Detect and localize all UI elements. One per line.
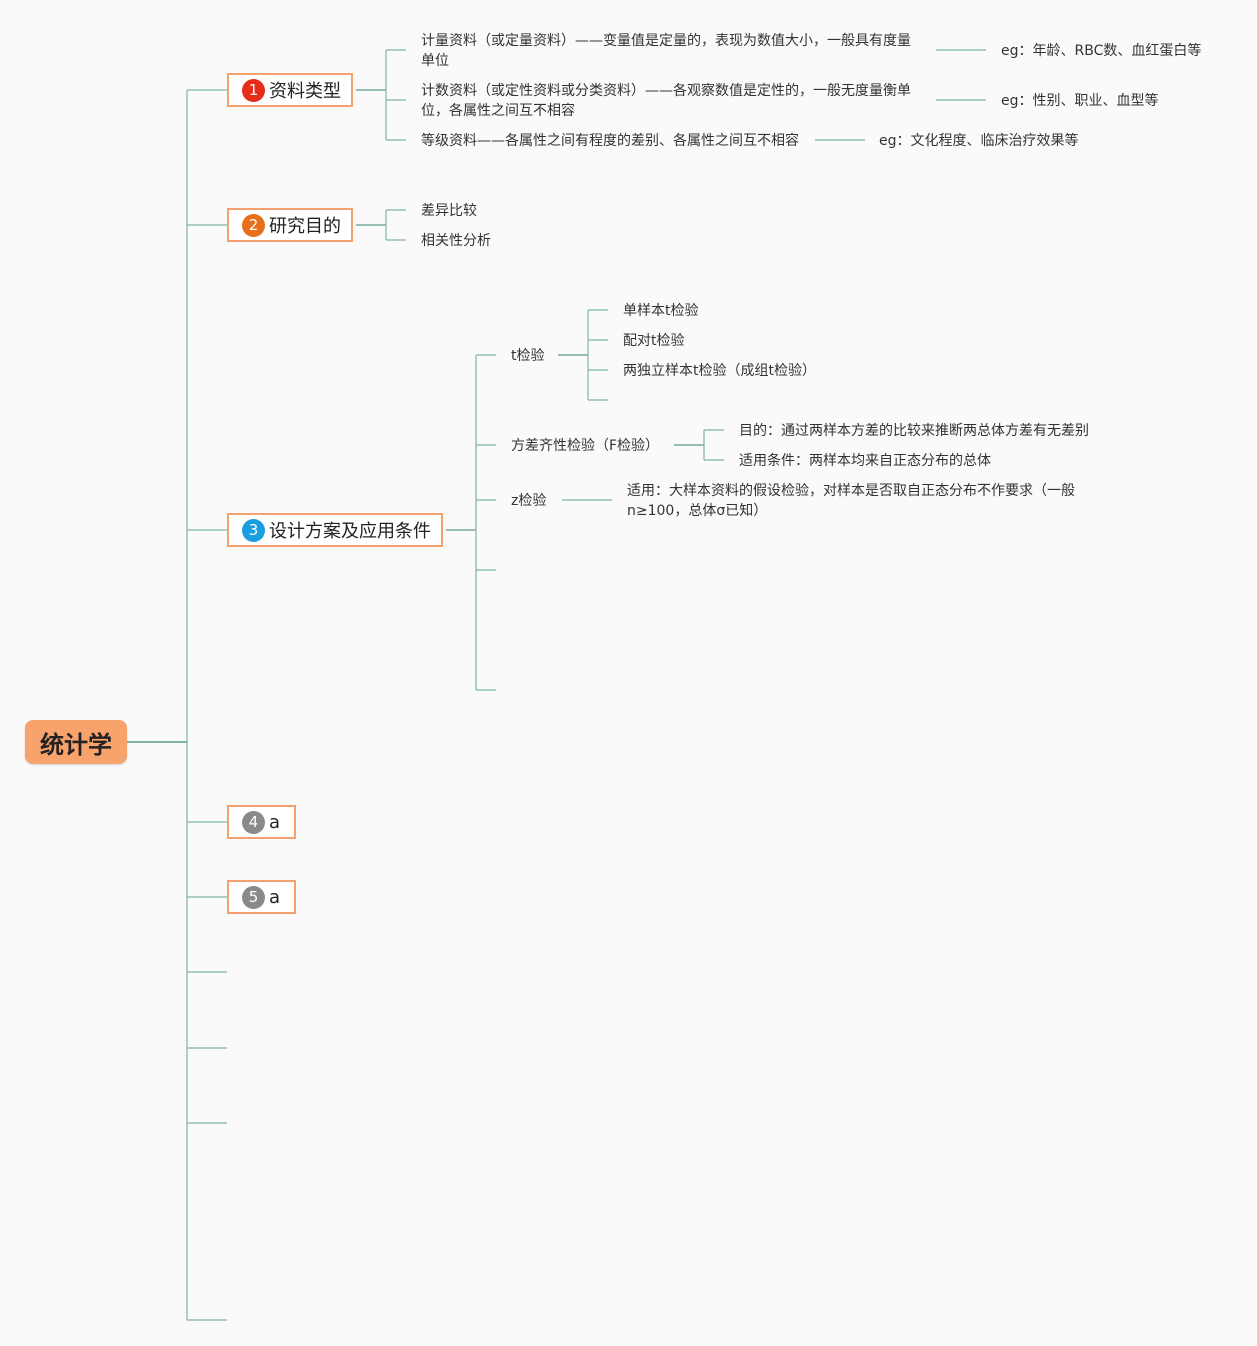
- branch-label: 设计方案及应用条件: [269, 521, 431, 542]
- topic-example[interactable]: eg：年龄、RBC数、血红蛋白等: [1001, 43, 1202, 59]
- topic-paired-t-test[interactable]: 配对t检验: [623, 333, 685, 349]
- topic-measurement-data[interactable]: 计量资料（或定量资料）——变量值是定量的，表现为数值大小，一般具有度量单位: [421, 33, 911, 69]
- topic-two-sample-t-test[interactable]: 两独立样本t检验（成组t检验）: [623, 363, 816, 379]
- topic-ordinal-data[interactable]: 等级资料——各属性之间有程度的差别、各属性之间互不相容: [421, 133, 799, 149]
- number-badge: 4: [242, 810, 265, 834]
- branch-label: a: [269, 811, 281, 833]
- topic-z-test-conditions[interactable]: 适用：大样本资料的假设检验，对样本是否取自正态分布不作要求（一般n≥100，总体…: [627, 483, 1075, 519]
- number-badge: 3: [242, 518, 265, 542]
- topic-example[interactable]: eg：性别、职业、血型等: [1001, 93, 1159, 109]
- topic-z-test[interactable]: z检验: [511, 493, 547, 509]
- topic-f-test[interactable]: 方差齐性检验（F检验）: [511, 438, 660, 454]
- number-badge: 1: [242, 78, 265, 102]
- branch-label: a: [269, 886, 281, 908]
- number-badge: 2: [242, 213, 265, 237]
- branch-node-data-types[interactable]: 1 资料类型: [227, 73, 353, 107]
- root-label: 统计学: [40, 730, 112, 759]
- branch-node-4[interactable]: 4 a: [227, 805, 297, 839]
- topic-difference-comparison[interactable]: 差异比较: [421, 203, 477, 219]
- branch-node-design-conditions[interactable]: 3 设计方案及应用条件: [227, 513, 443, 547]
- topic-f-test-purpose[interactable]: 目的：通过两样本方差的比较来推断两总体方差有无差别: [739, 423, 1089, 439]
- topic-correlation-analysis[interactable]: 相关性分析: [421, 233, 491, 249]
- branch-label: 研究目的: [269, 216, 341, 237]
- topic-t-test[interactable]: t检验: [511, 348, 545, 364]
- topic-one-sample-t-test[interactable]: 单样本t检验: [623, 303, 699, 319]
- branch-node-5[interactable]: 5 a: [227, 880, 297, 914]
- topic-f-test-conditions[interactable]: 适用条件：两样本均来自正态分布的总体: [739, 453, 991, 469]
- root-node[interactable]: 统计学: [25, 720, 127, 764]
- number-badge: 5: [242, 885, 265, 909]
- topic-count-data[interactable]: 计数资料（或定性资料或分类资料）——各观察数值是定性的，一般无度量衡单位，各属性…: [421, 83, 911, 119]
- branch-label: 资料类型: [269, 81, 341, 102]
- topic-example[interactable]: eg：文化程度、临床治疗效果等: [879, 133, 1079, 149]
- branch-node-research-purpose[interactable]: 2 研究目的: [227, 208, 353, 242]
